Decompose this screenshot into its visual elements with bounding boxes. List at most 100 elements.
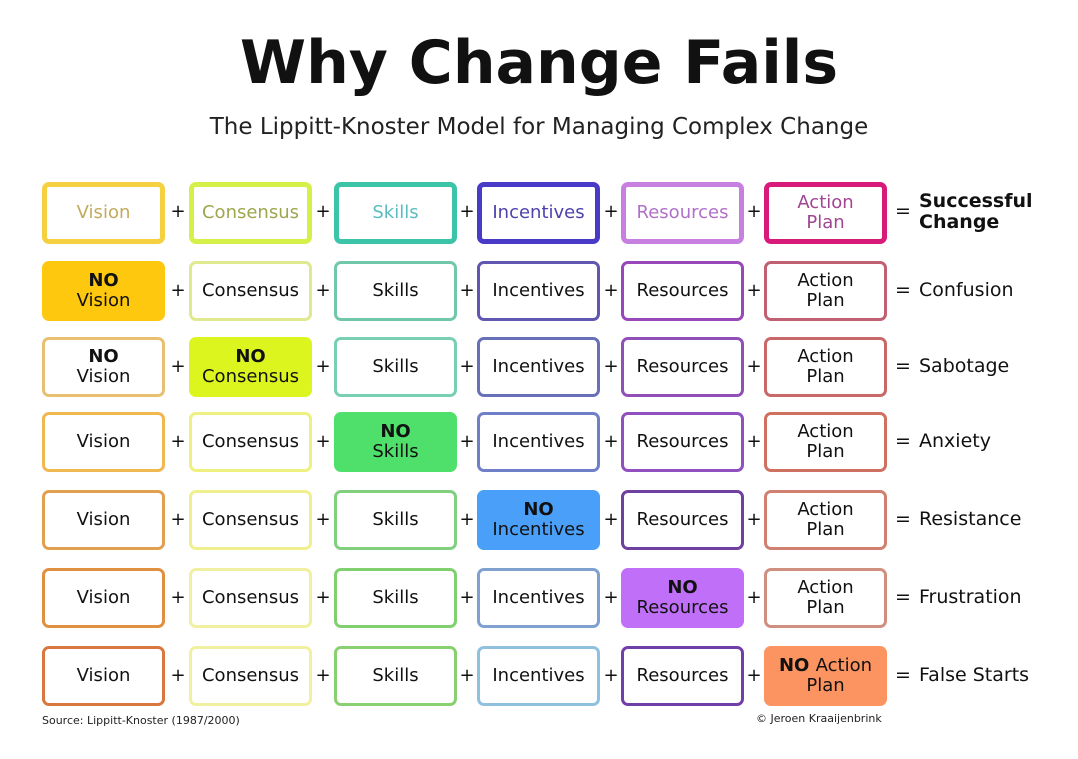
plus-sign: + bbox=[170, 431, 186, 452]
equals-sign: = bbox=[895, 355, 911, 377]
cell-incentives: Incentives bbox=[477, 337, 600, 397]
cell-label: Resources bbox=[636, 597, 729, 618]
plus-sign: + bbox=[603, 431, 619, 452]
cell-label: Plan bbox=[806, 441, 845, 462]
cell-label: Incentives bbox=[492, 202, 585, 223]
plus-sign: + bbox=[170, 201, 186, 222]
result-label: Successful Change bbox=[919, 190, 1033, 233]
no-label: NO bbox=[523, 499, 554, 520]
cell-label: Action bbox=[797, 346, 854, 367]
cell-incentives: Incentives bbox=[477, 412, 600, 472]
plus-sign: + bbox=[746, 356, 762, 377]
cell-vision: Vision bbox=[42, 646, 165, 706]
cell-label: Vision bbox=[76, 509, 131, 530]
cell-label: Vision bbox=[76, 587, 131, 608]
cell-consensus: Consensus bbox=[189, 568, 312, 628]
cell-label: Resources bbox=[636, 665, 729, 686]
plus-sign: + bbox=[170, 356, 186, 377]
cell-label: Skills bbox=[372, 665, 419, 686]
result-label: Confusion bbox=[919, 279, 1014, 301]
plus-sign: + bbox=[170, 665, 186, 686]
cell-label: Action bbox=[797, 421, 854, 442]
result-label: Anxiety bbox=[919, 430, 991, 452]
cell-label: Incentives bbox=[492, 280, 585, 301]
cell-consensus: Consensus bbox=[189, 182, 312, 244]
cell-resources: Resources bbox=[621, 182, 744, 244]
source-note: Source: Lippitt-Knoster (1987/2000) bbox=[42, 714, 240, 727]
cell-label: Plan bbox=[806, 675, 845, 696]
plus-sign: + bbox=[459, 356, 475, 377]
cell-vision: Vision bbox=[42, 412, 165, 472]
equals-sign: = bbox=[895, 279, 911, 301]
cell-label: NO Action bbox=[778, 655, 872, 676]
plus-sign: + bbox=[603, 665, 619, 686]
cell-label: Consensus bbox=[201, 665, 299, 686]
cell-skills: Skills bbox=[334, 490, 457, 550]
cell-resources: Resources bbox=[621, 490, 744, 550]
cell-label: Consensus bbox=[201, 587, 299, 608]
plus-sign: + bbox=[459, 201, 475, 222]
cell-label: Action bbox=[797, 270, 854, 291]
cell-label: Skills bbox=[372, 280, 419, 301]
cell-consensus: Consensus bbox=[189, 646, 312, 706]
plus-sign: + bbox=[603, 201, 619, 222]
plus-sign: + bbox=[459, 665, 475, 686]
cell-label: Incentives bbox=[492, 431, 585, 452]
cell-skills: Skills bbox=[334, 337, 457, 397]
cell-label: Skills bbox=[372, 587, 419, 608]
cell-label: Skills bbox=[372, 202, 419, 223]
cell-resources: Resources bbox=[621, 261, 744, 321]
cell-label: Vision bbox=[76, 665, 131, 686]
cell-resources: Resources bbox=[621, 337, 744, 397]
plus-sign: + bbox=[315, 431, 331, 452]
cell-consensus: Consensus bbox=[189, 412, 312, 472]
plus-sign: + bbox=[603, 587, 619, 608]
cell-label: Incentives bbox=[492, 356, 585, 377]
cell-label: Incentives bbox=[492, 587, 585, 608]
cell-label: Incentives bbox=[492, 665, 585, 686]
cell-label: Vision bbox=[76, 431, 131, 452]
cell-label: Consensus bbox=[201, 280, 299, 301]
plus-sign: + bbox=[746, 431, 762, 452]
plus-sign: + bbox=[746, 509, 762, 530]
cell-vision: Vision bbox=[42, 182, 165, 244]
no-label: NO bbox=[380, 421, 411, 442]
cell-incentives: Incentives bbox=[477, 261, 600, 321]
cell-label: Consensus bbox=[201, 366, 299, 387]
cell-label: Resources bbox=[636, 509, 729, 530]
result-label: False Starts bbox=[919, 664, 1030, 686]
cell-label: Resources bbox=[636, 202, 729, 223]
cell-label: Vision bbox=[76, 202, 131, 223]
no-label: NO bbox=[88, 346, 119, 367]
plus-sign: + bbox=[315, 509, 331, 530]
cell-label: Skills bbox=[372, 441, 419, 462]
plus-sign: + bbox=[315, 201, 331, 222]
no-label: NO bbox=[667, 577, 698, 598]
title: Why Change Fails bbox=[239, 28, 839, 98]
cell-label: Consensus bbox=[201, 431, 299, 452]
plus-sign: + bbox=[746, 280, 762, 301]
plus-sign: + bbox=[746, 665, 762, 686]
result-label: Resistance bbox=[919, 508, 1022, 530]
plus-sign: + bbox=[315, 280, 331, 301]
cell-label: Incentives bbox=[492, 519, 585, 540]
cell-label: Plan bbox=[806, 366, 845, 387]
cell-label: Consensus bbox=[201, 509, 299, 530]
cell-label: Action bbox=[797, 577, 854, 598]
cell-label: Plan bbox=[806, 212, 845, 233]
cell-label: Skills bbox=[372, 509, 419, 530]
plus-sign: + bbox=[603, 509, 619, 530]
cell-label: Plan bbox=[806, 597, 845, 618]
no-label: NO bbox=[235, 346, 266, 367]
cell-incentives: Incentives bbox=[477, 568, 600, 628]
plus-sign: + bbox=[315, 665, 331, 686]
cell-consensus: Consensus bbox=[189, 261, 312, 321]
